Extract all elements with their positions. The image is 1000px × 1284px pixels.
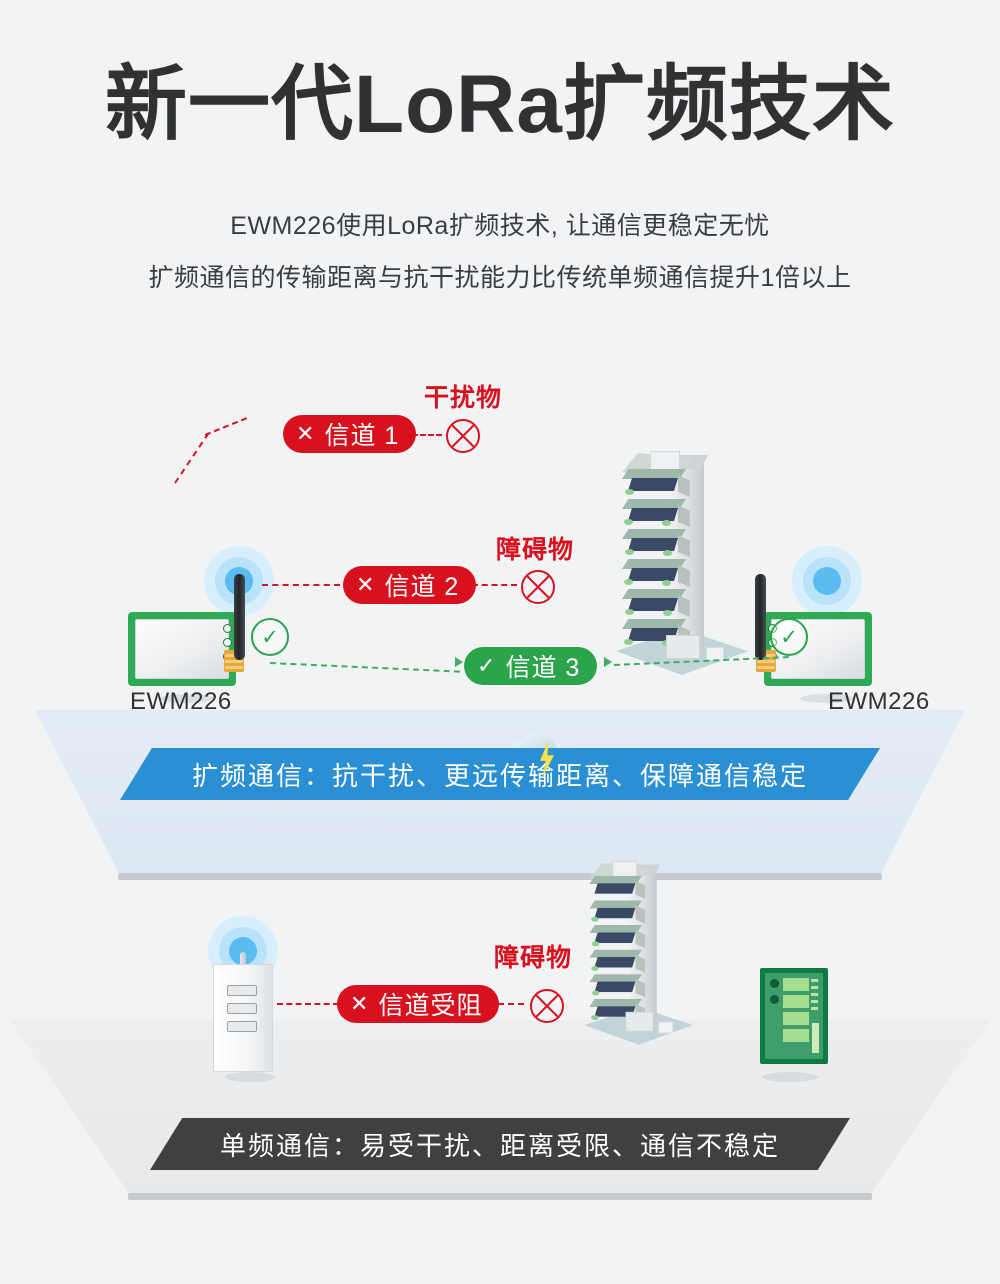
- channel-badge-3[interactable]: ✓ 信道 3: [464, 647, 598, 685]
- sf-channel-label: 信道受阻: [378, 992, 483, 1020]
- channel-blocked-badge[interactable]: ✕ 信道受阻: [337, 985, 500, 1023]
- channel3-arrow-left: [455, 657, 463, 667]
- obstacle-label-bottom: 障碍物: [494, 944, 573, 972]
- channel-badge-1[interactable]: ✕ 信道 1: [283, 415, 417, 453]
- blocked-circle-icon-3: [530, 989, 564, 1023]
- channel1-link-upper: [204, 417, 248, 436]
- channel2-link-left: [262, 584, 340, 586]
- check-circle-icon-right: ✓: [770, 618, 808, 656]
- radio-waves-icon-right: [791, 545, 863, 617]
- channel-3-mark: ✓: [477, 653, 497, 678]
- obstacle-label-top: 障碍物: [496, 536, 575, 564]
- spread-spectrum-banner-text: 扩频通信：抗干扰、更远传输距离、保障通信稳定: [191, 760, 808, 791]
- sf-link-left: [277, 1003, 339, 1005]
- channel-badge-2[interactable]: ✕ 信道 2: [343, 566, 477, 604]
- sf-channel-mark: ✕: [350, 991, 370, 1016]
- sf-link-right: [498, 1003, 524, 1005]
- building-icon: [608, 440, 758, 675]
- spread-spectrum-scene: EWM226 EWM226 ✓ ✓ 干扰物 ✕ 信道 1 障: [0, 330, 1000, 880]
- antenna-icon-right: [755, 574, 766, 660]
- device-module-right: [752, 574, 872, 686]
- channel1-to-block: [412, 434, 442, 436]
- page-title: 新一代LoRa扩频技术: [104, 59, 895, 150]
- building-icon-bottom: [578, 852, 701, 1045]
- channel2-to-block: [472, 584, 517, 586]
- check-mark-left: ✓: [261, 625, 279, 649]
- subtitle-line-2: 扩频通信的传输距离与抗干扰能力比传统单频通信提升1倍以上: [148, 264, 852, 292]
- check-circle-icon-left: ✓: [251, 618, 289, 656]
- channel3-link-left: [269, 662, 460, 673]
- channel-1-mark: ✕: [296, 421, 316, 446]
- receiver-board-shadow: [762, 1072, 818, 1082]
- device-shadow-left: [160, 694, 214, 703]
- spread-spectrum-banner: 扩频通信：抗干扰、更远传输距离、保障通信稳定: [120, 748, 880, 800]
- device-module-left: [128, 574, 248, 686]
- channel-3-label: 信道 3: [505, 654, 581, 682]
- single-frequency-banner-text: 单频通信：易受干扰、距离受限、通信不稳定: [219, 1130, 780, 1161]
- ground-edge-bottom: [128, 1193, 872, 1200]
- channel-2-label: 信道 2: [384, 573, 460, 601]
- interference-label: 干扰物: [424, 384, 503, 412]
- channel-1-label: 信道 1: [324, 422, 400, 450]
- device-shadow-right: [800, 694, 854, 703]
- receiver-board: [760, 968, 828, 1064]
- ground-edge-top: [118, 873, 882, 880]
- channel3-arrow-right: [604, 657, 612, 667]
- subtitle-line-1: EWM226使用LoRa扩频技术, 让通信更稳定无忧: [230, 212, 770, 240]
- device-label-left: EWM226: [130, 688, 232, 715]
- blocked-circle-icon-1: [446, 419, 480, 453]
- single-frequency-scene: 障碍物 ✕ 信道受阻: [0, 860, 1000, 1200]
- single-frequency-transmitter: [213, 952, 273, 1072]
- antenna-icon: [234, 574, 245, 660]
- check-mark-right: ✓: [780, 625, 798, 649]
- channel-2-mark: ✕: [356, 572, 376, 597]
- channel1-link-lower: [174, 432, 210, 484]
- sf-device-shadow: [225, 1072, 275, 1082]
- blocked-circle-icon-2: [521, 570, 555, 604]
- device-label-right: EWM226: [828, 688, 930, 715]
- single-frequency-banner: 单频通信：易受干扰、距离受限、通信不稳定: [150, 1118, 850, 1170]
